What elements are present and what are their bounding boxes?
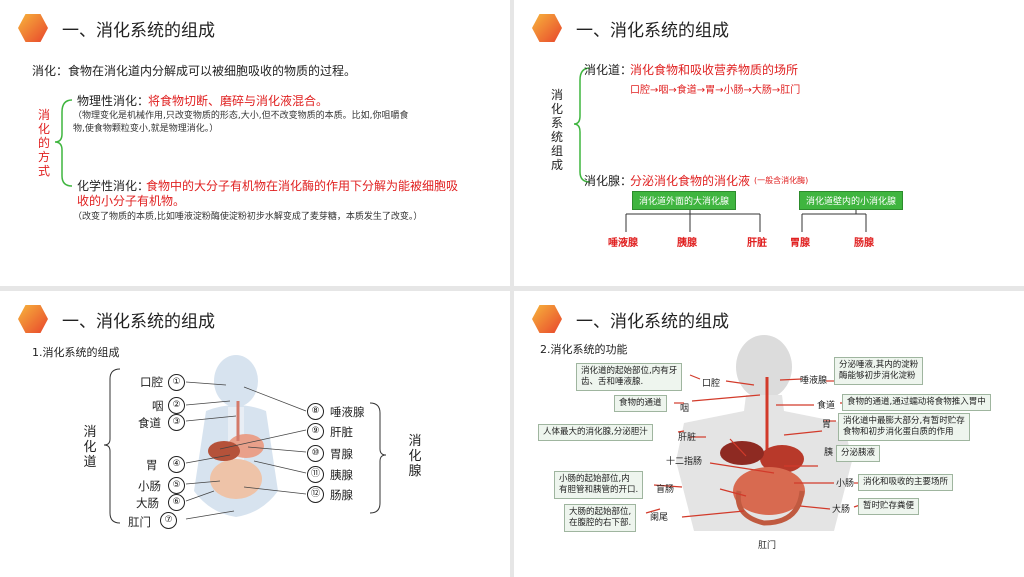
- note-large-intestine: 暂时贮存粪便: [858, 498, 920, 515]
- chemical-text-1: 食物中的大分子有机物在消化酶的作用下分解为能被细胞吸: [146, 179, 459, 193]
- label-gastric-gland: 胃腺: [330, 447, 353, 461]
- num-3: ③: [168, 414, 185, 431]
- label-esophagus: 食道: [138, 416, 161, 430]
- label-pharynx: 咽: [152, 399, 164, 413]
- note-stomach: 消化道中最膨大部分,有暂时贮存食物和初步消化蛋白质的作用: [838, 413, 970, 441]
- note-pharynx: 食物的通道: [614, 395, 667, 412]
- physical-note-1: （物理变化是机械作用,只改变物质的形态,大小,但不改变物质的本质。比如,你咀嚼食: [73, 111, 409, 121]
- label-anus: 肛门: [758, 541, 777, 551]
- note-mouth: 消化道的起始部位,内有牙齿、舌和唾液腺.: [576, 363, 683, 391]
- slide-title: 一、消化系统的组成: [62, 312, 215, 332]
- tract-text: 消化食物和吸收营养物质的场所: [630, 63, 799, 77]
- label-duodenum: 十二指肠: [666, 457, 703, 467]
- label-salivary: 唾液腺: [330, 405, 365, 419]
- gland-intestinal: 肠腺: [854, 238, 874, 249]
- num-10: ⑩: [307, 445, 324, 462]
- num-5: ⑤: [168, 477, 185, 494]
- num-12: ⑫: [307, 486, 324, 503]
- label-pharynx: 咽: [680, 404, 690, 414]
- label-large-intestine: 大肠: [832, 505, 851, 515]
- label-appendix: 阑尾: [650, 513, 669, 523]
- note-liver: 人体最大的消化腺,分泌胆汁: [538, 424, 653, 441]
- num-8: ⑧: [307, 403, 324, 420]
- chemical-note: （改变了物质的本质,比如唾液淀粉酶使淀粉初步水解变成了麦芽糖，本质发生了改变。）: [73, 212, 423, 222]
- note-duodenum: 小肠的起始部位,内有胆管和胰管的开口.: [554, 471, 644, 499]
- label-stomach: 胃: [146, 458, 158, 472]
- system-composition-label: 消化系统组成: [550, 88, 563, 172]
- label-mouth: 口腔: [702, 379, 721, 389]
- anatomy-figure: [645, 335, 861, 531]
- inner-gland-tag: 消化道壁内的小消化腺: [799, 191, 904, 210]
- label-liver: 肝脏: [330, 425, 353, 439]
- digestive-gland-group: 消化腺: [408, 434, 422, 479]
- num-7: ⑦: [160, 512, 177, 529]
- chemical-text-2: 收的小分子有机物。: [77, 194, 186, 208]
- label-liver: 肝脏: [678, 433, 697, 443]
- chemical-label: 化学性消化：: [77, 179, 150, 193]
- label-small-intestine: 小肠: [836, 479, 855, 489]
- note-salivary: 分泌唾液,其内的淀粉酶能够初步消化淀粉: [834, 357, 924, 385]
- gland-salivary: 唾液腺: [608, 238, 638, 249]
- outer-gland-tag: 消化道外面的大消化腺: [632, 191, 737, 210]
- label-pancreas: 胰: [824, 448, 834, 458]
- digestion-definition: 消化：食物在消化道内分解成可以被细胞吸收的物质的过程。: [32, 64, 357, 78]
- note-esophagus: 食物的通道,通过蠕动将食物推入胃中: [842, 394, 991, 411]
- num-4: ④: [168, 456, 185, 473]
- label-small-intestine: 小肠: [138, 479, 161, 493]
- bracket-lines: [573, 67, 867, 232]
- num-1: ①: [168, 374, 185, 391]
- slide-3[interactable]: 一、消化系统的组成 1.消化系统的组成: [0, 291, 510, 577]
- digestive-tract-group: 消化道: [83, 425, 97, 470]
- slide-title: 一、消化系统的组成: [62, 21, 215, 41]
- note-pancreas: 分泌胰液: [836, 445, 881, 462]
- label-large-intestine: 大肠: [136, 496, 159, 510]
- tract-label: 消化道：: [584, 63, 633, 77]
- note-small-intestine: 消化和吸收的主要场所: [858, 474, 954, 491]
- slide-title: 一、消化系统的组成: [576, 21, 729, 41]
- slide-1[interactable]: 一、消化系统的组成 消化：食物在消化道内分解成可以被细胞吸收的物质的过程。 消化…: [0, 0, 510, 286]
- physical-text: 将食物切断、磨碎与消化液混合。: [148, 94, 329, 108]
- section-subtitle: 1.消化系统的组成: [32, 346, 120, 359]
- gland-gastric: 胃腺: [790, 238, 810, 249]
- gland-text: 分泌消化食物的消化液: [630, 174, 751, 188]
- tract-path: 口腔→咽→食道→胃→小肠→大肠→肛门: [630, 85, 801, 96]
- anatomy-figure: [103, 355, 387, 524]
- label-cecum: 盲肠: [656, 485, 675, 495]
- gland-note: (一般含消化酶): [754, 176, 809, 185]
- digestion-method-label: 消化的方式: [37, 108, 50, 178]
- gland-pancreas: 胰腺: [677, 238, 697, 249]
- label-esophagus: 食道: [817, 401, 836, 411]
- slide-2[interactable]: 一、消化系统的组成 消化系统组成 消化道： 消化食物和吸收营养物质的场所 口腔→…: [514, 0, 1024, 286]
- physical-note-2: 物,使食物颗粒变小,就是物理消化。）: [73, 124, 219, 134]
- label-salivary: 唾液腺: [800, 376, 828, 386]
- label-stomach: 胃: [822, 420, 832, 430]
- num-2: ②: [168, 397, 185, 414]
- gland-label: 消化腺：: [584, 174, 633, 188]
- label-intestinal-gland: 肠腺: [330, 488, 353, 502]
- section-subtitle: 2.消化系统的功能: [540, 343, 628, 356]
- physical-label: 物理性消化：: [77, 94, 150, 108]
- slide-title: 一、消化系统的组成: [576, 312, 729, 332]
- bracket-lines: [54, 99, 73, 187]
- slide-4[interactable]: 一、消化系统的组成 2.消化系统的功能: [514, 291, 1024, 577]
- num-6: ⑥: [168, 494, 185, 511]
- note-cecum: 大肠的起始部位,在腹腔的右下部.: [564, 504, 637, 532]
- num-9: ⑨: [307, 423, 324, 440]
- label-anus: 肛门: [128, 515, 151, 529]
- num-11: ⑪: [307, 466, 324, 483]
- label-mouth: 口腔: [140, 375, 163, 389]
- label-pancreas: 胰腺: [330, 468, 353, 482]
- gland-liver: 肝脏: [747, 238, 767, 249]
